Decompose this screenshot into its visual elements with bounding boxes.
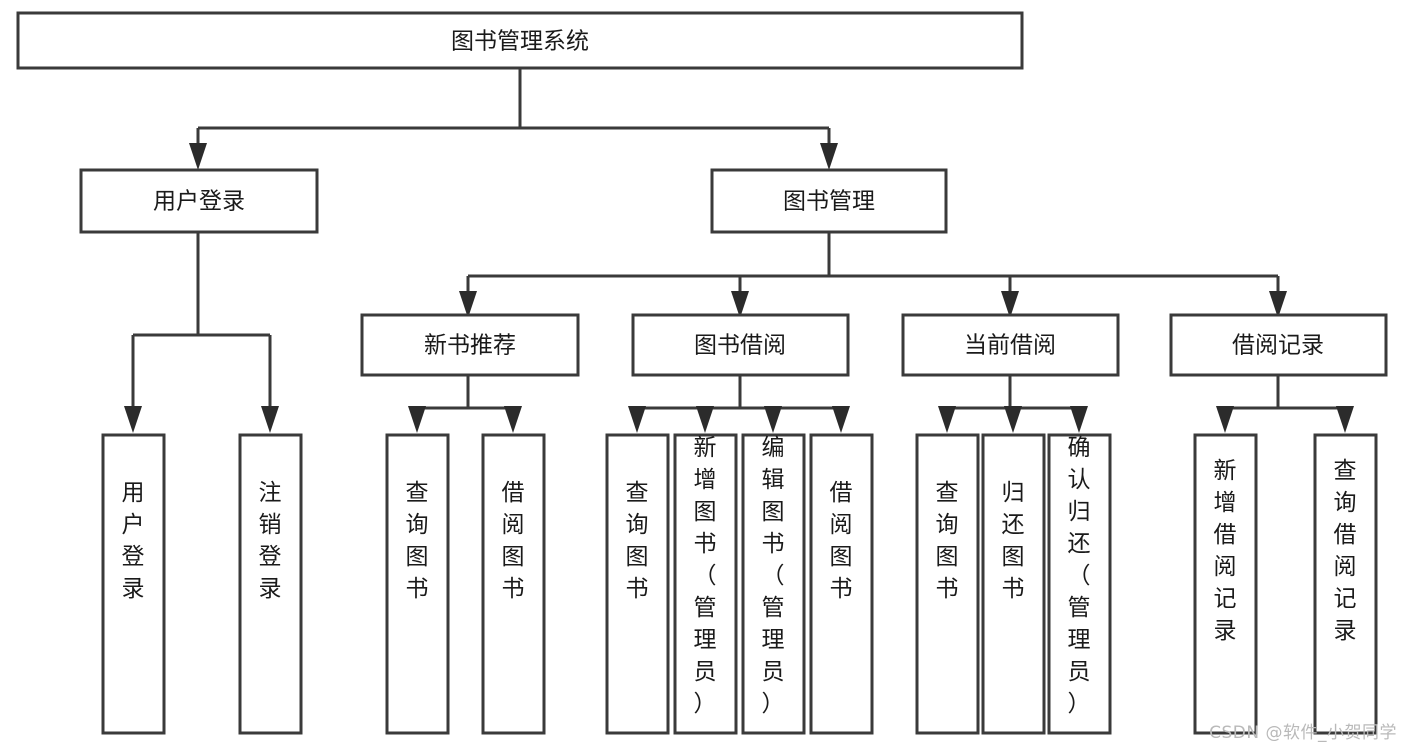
leaf-user-login-1-box[interactable] <box>101 433 166 735</box>
arrow-icon-leaf-current-3 <box>1070 406 1088 433</box>
leaf-new-book-2-label: 借阅图书 <box>502 480 525 602</box>
arrow-icon-leaf-borrow-2 <box>696 406 714 433</box>
leaf-borrow-record-1[interactable]: 新增借阅记录 <box>1193 433 1258 735</box>
leaf-new-book-2[interactable]: 借阅图书 <box>481 433 546 735</box>
leaf-user-login-1-label: 用户登录 <box>122 480 145 602</box>
node-current-borrow-box[interactable] <box>901 313 1120 377</box>
node-book-borrow-box[interactable] <box>631 313 850 377</box>
node-user-login-box[interactable] <box>79 168 319 234</box>
arrow-icon-leaf-borrow-4 <box>832 406 850 433</box>
leaf-current-borrow-2-box[interactable] <box>981 433 1046 735</box>
node-new-book-recommend-label: 新书推荐 <box>424 333 516 359</box>
arrow-icon-leaf-user-2 <box>261 406 279 433</box>
node-root-box[interactable] <box>16 11 1024 70</box>
node-book-borrow-label: 图书借阅 <box>694 333 786 359</box>
leaf-borrow-record-2[interactable]: 查询借阅记录 <box>1313 433 1378 735</box>
leaf-borrow-record-2-label: 查询借阅记录 <box>1334 458 1357 644</box>
leaf-user-login-2-label: 注销登录 <box>259 480 282 602</box>
leaf-book-borrow-4[interactable]: 借阅图书 <box>809 433 874 735</box>
leaf-current-borrow-2[interactable]: 归还图书 <box>981 433 1046 735</box>
arrow-icon-leaf-newbook-1 <box>408 406 426 433</box>
leaf-current-borrow-2-label: 归还图书 <box>1002 480 1025 602</box>
leaf-book-borrow-2[interactable]: 新增图书（管理员） <box>673 433 738 735</box>
node-user-login-label: 用户登录 <box>153 189 245 215</box>
leaf-book-borrow-3-label: 编辑图书（管理员） <box>762 435 785 717</box>
leaf-new-book-2-box[interactable] <box>481 433 546 735</box>
connector-layer <box>131 68 1345 410</box>
leaf-book-borrow-4-box[interactable] <box>809 433 874 735</box>
leaf-new-book-1-label: 查询图书 <box>406 480 429 602</box>
leaf-borrow-record-1-label: 新增借阅记录 <box>1214 458 1237 644</box>
leaf-book-borrow-4-label: 借阅图书 <box>830 480 853 602</box>
leaf-user-login-2-box[interactable] <box>238 433 303 735</box>
node-user-login[interactable]: 用户登录 <box>79 168 319 234</box>
leaf-borrow-record-2-box[interactable] <box>1313 433 1378 735</box>
node-borrow-record-label: 借阅记录 <box>1232 333 1324 359</box>
leaf-book-borrow-2-label: 新增图书（管理员） <box>694 435 717 717</box>
node-root[interactable]: 图书管理系统 <box>16 11 1024 70</box>
arrow-icon-leaf-borrow-1 <box>628 406 646 433</box>
leaf-book-borrow-1-label: 查询图书 <box>626 480 649 602</box>
arrow-icon-user-login <box>189 143 207 170</box>
node-new-book-recommend-box[interactable] <box>360 313 580 377</box>
leaf-borrow-record-1-box[interactable] <box>1193 433 1258 735</box>
leaf-user-login-2[interactable]: 注销登录 <box>238 433 303 735</box>
node-book-manage[interactable]: 图书管理 <box>710 168 948 234</box>
node-book-manage-box[interactable] <box>710 168 948 234</box>
leaf-current-borrow-3-box[interactable] <box>1047 433 1112 735</box>
node-current-borrow[interactable]: 当前借阅 <box>901 313 1120 377</box>
leaf-current-borrow-1-box[interactable] <box>915 433 980 735</box>
leaf-current-borrow-1[interactable]: 查询图书 <box>915 433 980 735</box>
leaf-book-borrow-2-box[interactable] <box>673 433 738 735</box>
leaf-book-borrow-1[interactable]: 查询图书 <box>605 433 670 735</box>
arrow-icon-leaf-borrow-3 <box>764 406 782 433</box>
node-book-borrow[interactable]: 图书借阅 <box>631 313 850 377</box>
node-borrow-record-box[interactable] <box>1169 313 1388 377</box>
arrow-icon-leaf-record-1 <box>1216 406 1234 433</box>
leaf-book-borrow-1-box[interactable] <box>605 433 670 735</box>
leaf-book-borrow-3[interactable]: 编辑图书（管理员） <box>741 433 806 735</box>
arrow-icon-leaf-current-2 <box>1004 406 1022 433</box>
node-root-label: 图书管理系统 <box>451 29 589 55</box>
leaf-user-login-1[interactable]: 用户登录 <box>101 433 166 735</box>
leaf-current-borrow-1-label: 查询图书 <box>936 480 959 602</box>
arrow-icon-leaf-record-2 <box>1336 406 1354 433</box>
node-current-borrow-label: 当前借阅 <box>964 333 1056 359</box>
leaf-new-book-1-box[interactable] <box>385 433 450 735</box>
leaf-current-borrow-3-label: 确认归还（管理员） <box>1068 435 1091 717</box>
node-borrow-record[interactable]: 借阅记录 <box>1169 313 1388 377</box>
arrow-icon-leaf-current-1 <box>938 406 956 433</box>
leaf-book-borrow-3-box[interactable] <box>741 433 806 735</box>
csdn-watermark: CSDN @软件_小贺同学 <box>1209 723 1397 743</box>
node-new-book-recommend[interactable]: 新书推荐 <box>360 313 580 377</box>
leaf-current-borrow-3[interactable]: 确认归还（管理员） <box>1047 433 1112 735</box>
arrow-icon-leaf-newbook-2 <box>504 406 522 433</box>
arrow-icon-book-manage <box>820 143 838 170</box>
leaf-new-book-1[interactable]: 查询图书 <box>385 433 450 735</box>
arrow-icon-leaf-user-1 <box>124 406 142 433</box>
node-book-manage-label: 图书管理 <box>783 189 875 215</box>
